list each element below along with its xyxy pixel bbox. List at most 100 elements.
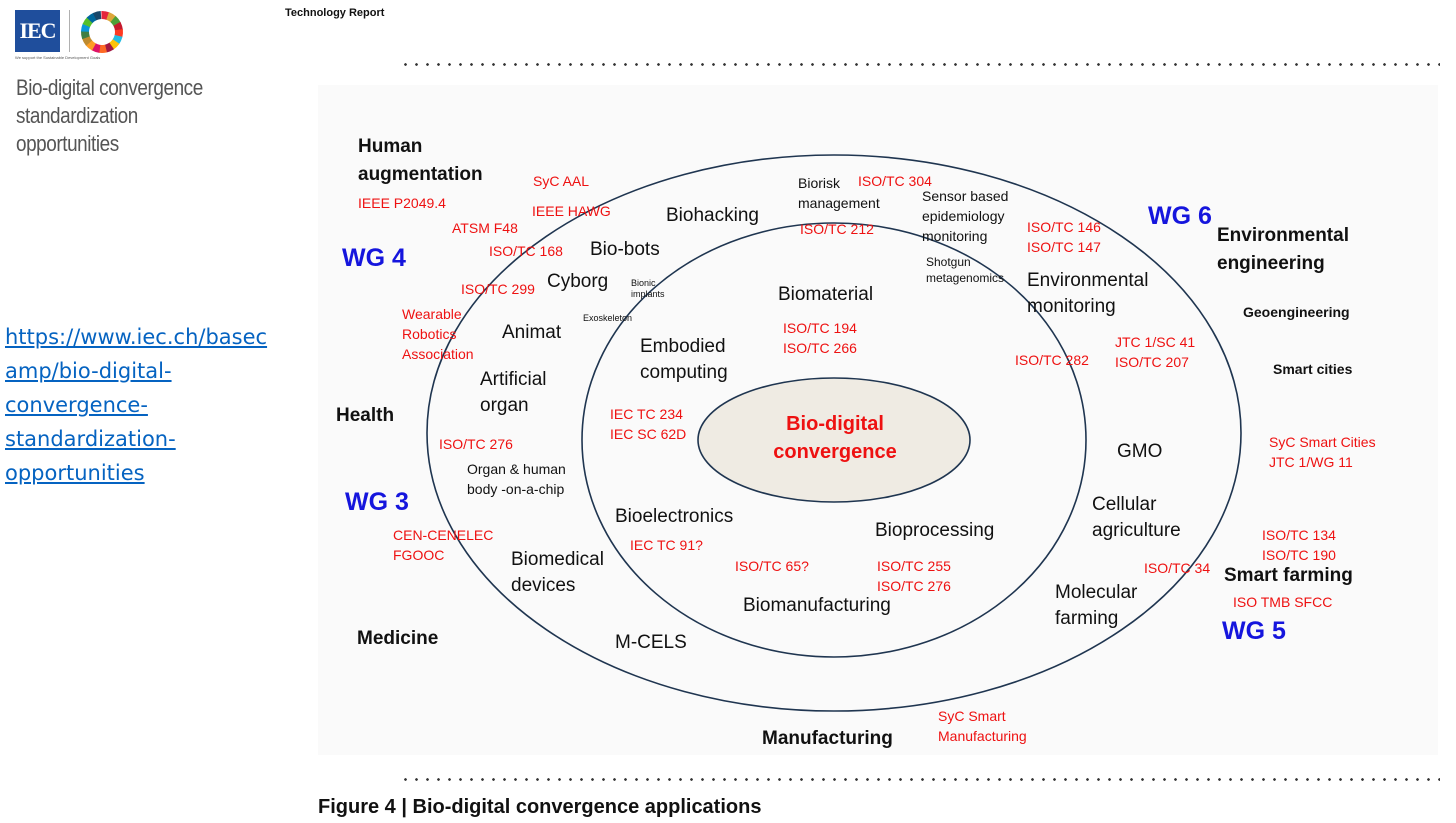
app-cyborg: Cyborg (547, 271, 609, 292)
std-iec-tc91: IEC TC 91? (630, 537, 703, 553)
top-dotted-rule (400, 63, 1440, 66)
app-animat: Animat (502, 322, 562, 343)
app-molecular-farming: Molecular farming (1055, 580, 1137, 632)
app-bionic-line1: Bionic (631, 278, 656, 288)
std-syc-sm-line2: Manufacturing (938, 728, 1027, 744)
std-syc-smart-cities: SyC Smart Cities (1269, 434, 1376, 450)
app-bioprocessing: Bioprocessing (875, 520, 995, 541)
app-env-mon-line1: Environmental (1027, 270, 1149, 291)
wg4-label: WG 4 (342, 244, 406, 272)
middle-ring (581, 222, 1087, 658)
std-iso-tmb-sfcc: ISO TMB SFCC (1233, 594, 1333, 610)
app-biomanufacturing: Biomanufacturing (743, 595, 891, 616)
app-biomedical-line2: devices (511, 575, 576, 596)
source-link-line3[interactable]: convergence- (5, 393, 148, 417)
std-jtc1-wg11: JTC 1/WG 11 (1269, 454, 1353, 470)
std-syc-aal: SyC AAL (533, 173, 590, 189)
std-iso-tc194: ISO/TC 194 (783, 320, 857, 336)
app-exoskeleton: Exoskeleton (583, 313, 633, 323)
domain-smart-farming: Smart farming (1224, 565, 1353, 586)
app-cellular-line2: agriculture (1092, 520, 1181, 541)
app-gmo: GMO (1117, 441, 1163, 462)
app-biohacking: Biohacking (666, 205, 759, 226)
app-m-cels: M-CELS (615, 632, 687, 653)
app-sensor-line1: Sensor based (922, 188, 1009, 204)
app-organ-chip-line2: body -on-a-chip (467, 481, 565, 497)
source-link[interactable]: https://www.iec.ch/basec amp/bio-digital… (5, 320, 305, 490)
std-iso-tc266: ISO/TC 266 (783, 340, 857, 356)
source-link-line2[interactable]: amp/bio-digital- (5, 359, 172, 383)
std-wra-line3: Association (402, 346, 474, 362)
app-biomedical-devices: Biomedical devices (511, 547, 604, 599)
document-title: Bio-digital convergence standardization … (16, 74, 326, 158)
domain-human-augmentation-line1: Human (358, 136, 423, 157)
figure-caption: Figure 4 | Bio-digital convergence appli… (318, 796, 762, 818)
app-biomedical-line1: Biomedical (511, 549, 604, 570)
std-iso-tc34: ISO/TC 34 (1144, 560, 1211, 576)
app-biorisk-management: Biorisk management (798, 173, 880, 213)
std-cen-line2: FGOOC (393, 547, 445, 563)
std-iso-tc134: ISO/TC 134 (1262, 527, 1336, 543)
bottom-dotted-rule (400, 778, 1440, 781)
app-smart-cities: Smart cities (1273, 361, 1353, 377)
app-cellular-line1: Cellular (1092, 494, 1157, 515)
app-artificial-line2: organ (480, 395, 529, 416)
app-environmental-monitoring: Environmental monitoring (1027, 268, 1148, 320)
std-cen-cenelec: CEN-CENELEC FGOOC (393, 525, 493, 565)
app-embodied-line1: Embodied (640, 336, 726, 357)
std-wearable-robotics-association: Wearable Robotics Association (402, 304, 474, 364)
std-iso-tc146-147: ISO/TC 146 ISO/TC 147 (1027, 217, 1101, 257)
domain-environmental-engineering-line1: Environmental (1217, 225, 1349, 246)
app-bionic-line2: implants (631, 289, 665, 299)
app-shotgun-line1: Shotgun (926, 255, 971, 269)
domain-medicine: Medicine (357, 628, 439, 649)
std-iso-tc194-266: ISO/TC 194 ISO/TC 266 (783, 318, 857, 358)
source-link-line1[interactable]: https://www.iec.ch/basec (5, 325, 268, 349)
std-iso-tc212: ISO/TC 212 (800, 221, 874, 237)
std-iso-tc146: ISO/TC 146 (1027, 219, 1101, 235)
std-iec-tc234: IEC TC 234 (610, 406, 683, 422)
source-link-line5[interactable]: opportunities (5, 461, 145, 485)
std-cen-line1: CEN-CENELEC (393, 527, 494, 543)
domain-environmental-engineering: Environmental engineering (1217, 222, 1349, 278)
std-iso-tc255-276: ISO/TC 255 ISO/TC 276 (877, 556, 951, 596)
std-iso-tc147: ISO/TC 147 (1027, 239, 1101, 255)
std-syc-smart-cities-jtc1-wg11: SyC Smart Cities JTC 1/WG 11 (1269, 432, 1376, 472)
technology-report-label: Technology Report (285, 7, 385, 19)
app-artificial-organ: Artificial organ (480, 367, 547, 419)
app-embodied-line2: computing (640, 362, 728, 383)
std-iso-tc255: ISO/TC 255 (877, 558, 951, 574)
document-title-line1: Bio-digital convergence standardization (16, 75, 203, 128)
app-biorisk-line2: management (798, 195, 880, 211)
app-sensor-epidemiology: Sensor based epidemiology monitoring (922, 186, 1008, 246)
std-iso-tc168: ISO/TC 168 (489, 243, 563, 259)
std-iso-tc207: ISO/TC 207 (1115, 354, 1189, 370)
std-iso-tc282: ISO/TC 282 (1015, 352, 1089, 368)
app-bio-bots: Bio-bots (590, 239, 660, 260)
std-ieee-hawg: IEEE HAWG (532, 203, 611, 219)
center-ellipse (697, 377, 971, 503)
app-artificial-line1: Artificial (480, 369, 547, 390)
sdg-wheel-icon (80, 10, 124, 54)
std-iso-tc276-right: ISO/TC 276 (877, 578, 951, 594)
app-molecular-line1: Molecular (1055, 582, 1138, 603)
app-sensor-line2: epidemiology (922, 208, 1005, 224)
std-iec-sc62d: IEC SC 62D (610, 426, 687, 442)
domain-human-augmentation-line2: augmentation (358, 164, 483, 185)
center-label-line2: convergence (773, 441, 897, 463)
source-link-line4[interactable]: standardization- (5, 427, 176, 451)
app-organ-chip-line1: Organ & human (467, 461, 566, 477)
app-sensor-line3: monitoring (922, 228, 988, 244)
std-iso-tc134-190: ISO/TC 134 ISO/TC 190 (1262, 525, 1336, 565)
logo-divider (69, 10, 70, 52)
sdg-caption: We support the Sustainable Development G… (15, 55, 101, 60)
app-bionic-implants: Bionic implants (631, 278, 665, 300)
std-ieee-p2049: IEEE P2049.4 (358, 195, 446, 211)
std-astm-f48: ATSM F48 (452, 220, 518, 236)
app-cellular-agriculture: Cellular agriculture (1092, 492, 1181, 544)
header-logo-area: IEC We support the Sustainable Developme… (0, 0, 400, 156)
iec-logo: IEC (15, 10, 60, 52)
app-biomaterial: Biomaterial (778, 284, 874, 305)
wg5-label: WG 5 (1222, 617, 1286, 645)
